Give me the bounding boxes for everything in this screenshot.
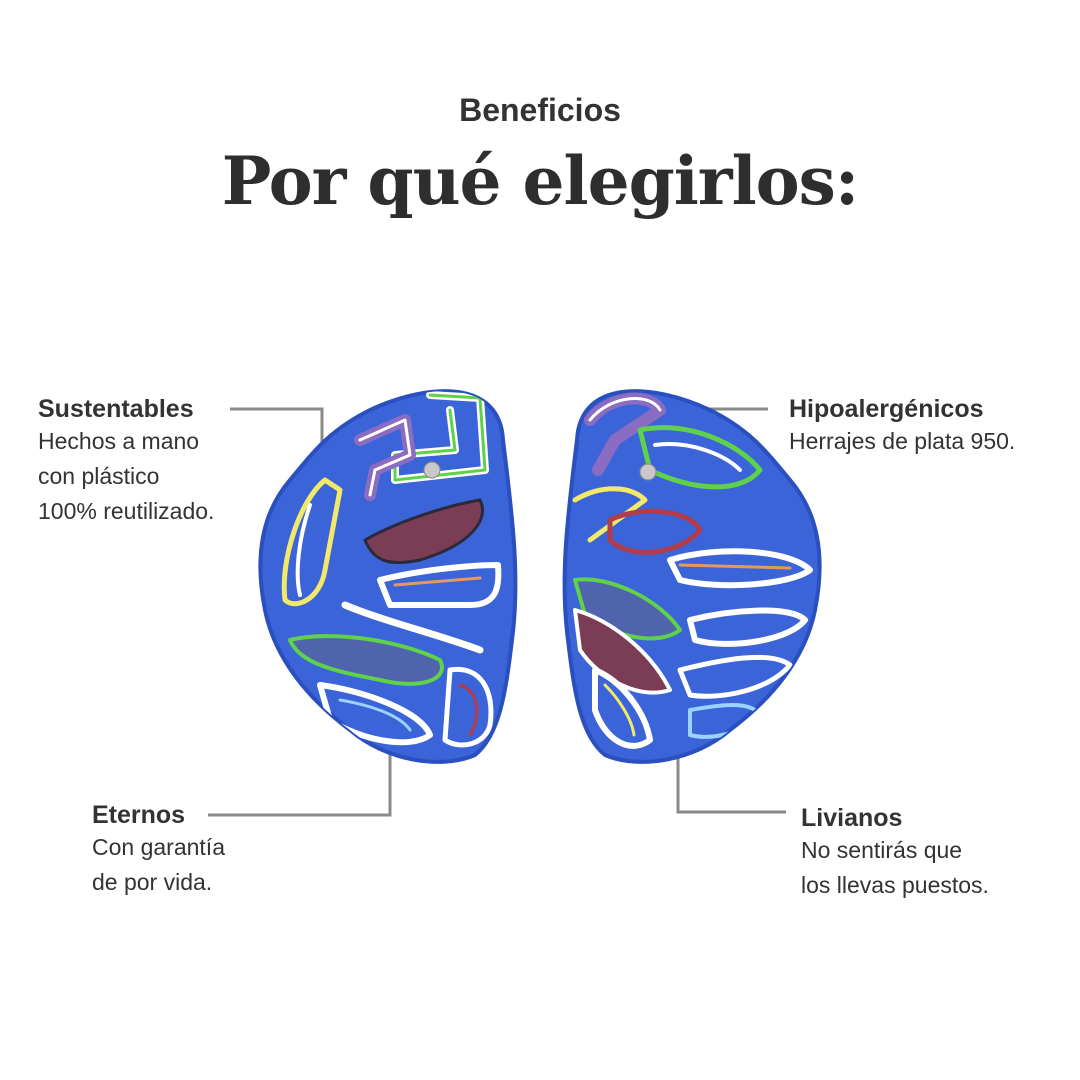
benefit-title: Sustentables: [38, 395, 194, 423]
benefit-hipoalergenicos: Hipoalergénicos Herrajes de plata 950.: [789, 394, 1015, 459]
benefit-title: Livianos: [801, 804, 903, 832]
benefit-description: Con garantía de por vida.: [92, 834, 225, 895]
right-earring: [562, 389, 822, 764]
connector-eternos: [208, 740, 392, 817]
benefit-description: Herrajes de plata 950.: [789, 428, 1016, 454]
benefit-sustentables: Sustentables Hechos a mano con plástico …: [38, 394, 214, 529]
left-earring: [258, 389, 518, 764]
benefit-description: Hechos a mano con plástico 100% reutiliz…: [38, 428, 215, 524]
benefit-eternos: Eternos Con garantía de por vida.: [92, 800, 225, 900]
section-eyebrow: Beneficios: [459, 92, 621, 128]
benefit-livianos: Livianos No sentirás que los llevas pues…: [801, 803, 989, 903]
connector-livianos: [676, 748, 786, 814]
page-title: Por qué elegirlos:: [221, 142, 859, 220]
benefit-title: Eternos: [92, 801, 186, 829]
benefit-title: Hipoalergénicos: [789, 395, 984, 423]
benefit-description: No sentirás que los llevas puestos.: [801, 837, 989, 898]
